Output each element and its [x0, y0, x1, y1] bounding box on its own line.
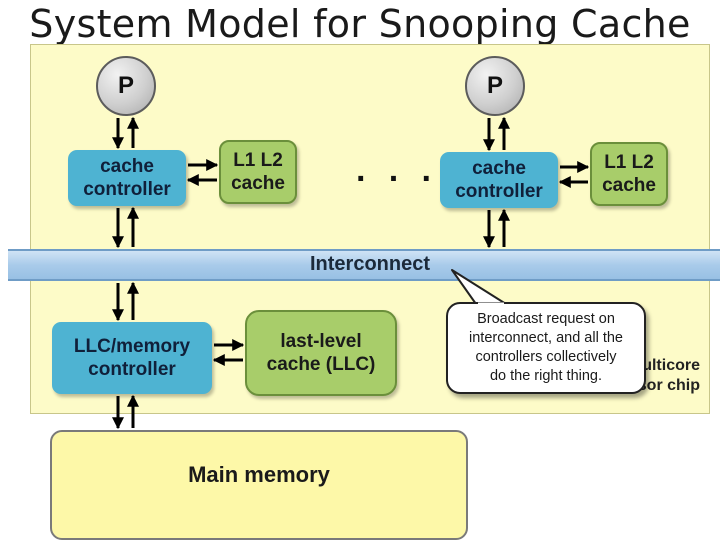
callout-line1: Broadcast request on: [477, 311, 615, 327]
l1-l2-cache-right-line1: L1 L2: [604, 152, 654, 173]
l1-l2-cache-right-line2: cache: [602, 175, 656, 196]
cache-controller-left-line2: controller: [83, 179, 171, 200]
cache-controller-right-line1: cache: [472, 158, 526, 179]
callout-line3: controllers collectively: [475, 349, 617, 365]
l1-l2-cache-left-line1: L1 L2: [233, 150, 283, 171]
llc-memory-controller-line1: LLC/memory: [73, 336, 191, 357]
l1-l2-cache-right: L1 L2 cache: [590, 142, 668, 206]
cache-controller-right: cache controller: [440, 152, 558, 208]
cache-controller-left: cache controller: [68, 150, 186, 206]
last-level-cache-line1: last-level: [280, 331, 362, 352]
main-memory-label: Main memory: [188, 462, 330, 487]
l1-l2-cache-left-line2: cache: [231, 173, 285, 194]
llc-memory-controller-line2: controller: [88, 359, 176, 380]
processor-left: P: [96, 56, 156, 116]
last-level-cache-line2: cache (LLC): [266, 354, 376, 375]
callout-pointer: [451, 269, 507, 305]
processor-left-label: P: [117, 72, 134, 99]
processor-right-label: P: [486, 72, 503, 99]
l1-l2-cache-left: L1 L2 cache: [219, 140, 297, 204]
more-cores-ellipsis: · · ·: [356, 160, 439, 198]
connector-arrows: [112, 116, 590, 430]
interconnect-bus: [8, 249, 720, 281]
slide-title: System Model for Snooping Cache: [29, 2, 691, 46]
cache-controller-left-line1: cache: [100, 156, 154, 177]
last-level-cache: last-level cache (LLC): [245, 310, 397, 396]
callout-line2: interconnect, and all the: [469, 330, 623, 346]
callout-line4: do the right thing.: [489, 368, 603, 384]
cache-controller-right-line2: controller: [455, 181, 543, 202]
interconnect-label: Interconnect: [309, 253, 431, 275]
broadcast-callout: Broadcast request on interconnect, and a…: [446, 302, 646, 394]
processor-right: P: [465, 56, 525, 116]
llc-memory-controller: LLC/memory controller: [52, 322, 212, 394]
